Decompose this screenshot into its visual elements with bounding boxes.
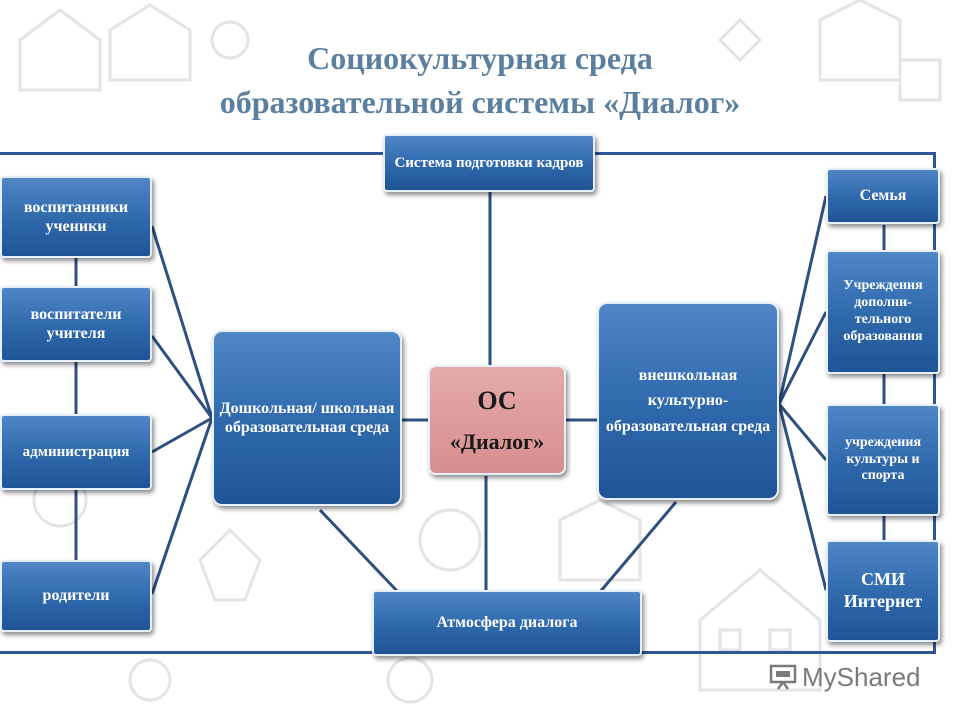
presentation-icon [769, 664, 797, 690]
staff-training-box: Система подготовки кадров [383, 134, 595, 192]
right-item-additional-education: Учреждения дополни-тельного образования [826, 250, 940, 374]
right-item-culture-sport: учреждения культуры и спорта [826, 404, 940, 516]
left-item-administration: администрация [0, 414, 152, 490]
right-item-family: Семья [826, 168, 940, 224]
left-item-teachers: воспитатели учителя [0, 286, 152, 362]
title-line-2: образовательной системы «Диалог» [219, 84, 741, 120]
center-label-os: ОС [477, 386, 517, 416]
watermark-text: MyShared [802, 661, 921, 692]
school-environment-box: Дошкольная/ школьная образовательная сре… [212, 330, 402, 506]
left-item-parents: родители [0, 560, 152, 632]
outside-school-environment-box: внешкольная культурно-образовательная ср… [597, 302, 779, 500]
center-label-dialog: «Диалог» [449, 429, 545, 455]
center-os-dialog-box: ОС «Диалог» [428, 365, 566, 475]
left-item-pupils: воспитанники ученики [0, 176, 152, 258]
right-item-media-internet: СМИ Интернет [826, 540, 940, 642]
watermark: MyShared [768, 660, 921, 694]
dialog-atmosphere-box: Атмосфера диалога [372, 590, 642, 656]
title-line-1: Социокультурная среда [307, 40, 653, 76]
